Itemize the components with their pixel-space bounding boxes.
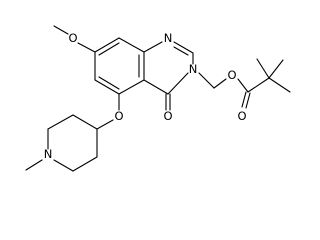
- bond-ester-co-b: [245, 92, 251, 109]
- bond-c4-c4a: [143, 79, 169, 95]
- atom-methoxy-o: O: [68, 31, 77, 45]
- bond-pip-c3-c2: [47, 114, 74, 130]
- bond-c8-c8a: [118, 37, 145, 53]
- atom-carbonyl-o: O: [237, 109, 246, 123]
- bond-c8a-n1: [143, 41, 163, 53]
- bond-pip-c4-c3: [72, 114, 98, 130]
- bond-ester-co-a: [241, 91, 247, 108]
- bond-c4a-c5: [118, 79, 145, 95]
- bond-pip-c6-c5: [72, 156, 98, 172]
- atom-n1: N: [164, 31, 173, 45]
- bond-c7-c8: [94, 37, 120, 53]
- bond-n-methyl: [25, 159, 43, 171]
- bond-c5-c6: [94, 79, 120, 95]
- bond-quat-me1: [256, 58, 270, 79]
- bond-pip-n-c6: [53, 159, 74, 172]
- bond-o-carbonyl-c: [237, 78, 249, 93]
- atom-piperidine-n: N: [44, 147, 53, 161]
- atom-c4-o: O: [163, 109, 172, 123]
- bond-c5-c6-inner: [98, 76, 120, 90]
- atom-ether-o: O: [114, 109, 123, 123]
- bond-layer: [25, 25, 291, 172]
- atom-ester-o: O: [227, 68, 236, 82]
- bond-n1-c2: [173, 41, 194, 54]
- bond-ch2-o: [213, 78, 227, 89]
- bond-ether-o-c4p: [96, 119, 114, 130]
- bond-carbonyl-quat: [247, 77, 270, 93]
- bond-c7-c8-inner: [98, 42, 120, 56]
- bond-quat-me3: [268, 59, 284, 79]
- atom-n3: N: [189, 62, 198, 76]
- bond-quat-me2: [268, 77, 291, 93]
- molecule-structure: O N N O O O O N: [25, 25, 291, 172]
- bond-n1-c2-inner: [173, 46, 189, 56]
- bond-n3-ch2: [198, 72, 215, 89]
- bond-n3-c4: [167, 72, 189, 95]
- bond-methoxy-methyl: [53, 25, 69, 35]
- atom-label-layer: O N N O O O O N: [44, 31, 247, 161]
- bond-methoxy-ring: [77, 42, 96, 53]
